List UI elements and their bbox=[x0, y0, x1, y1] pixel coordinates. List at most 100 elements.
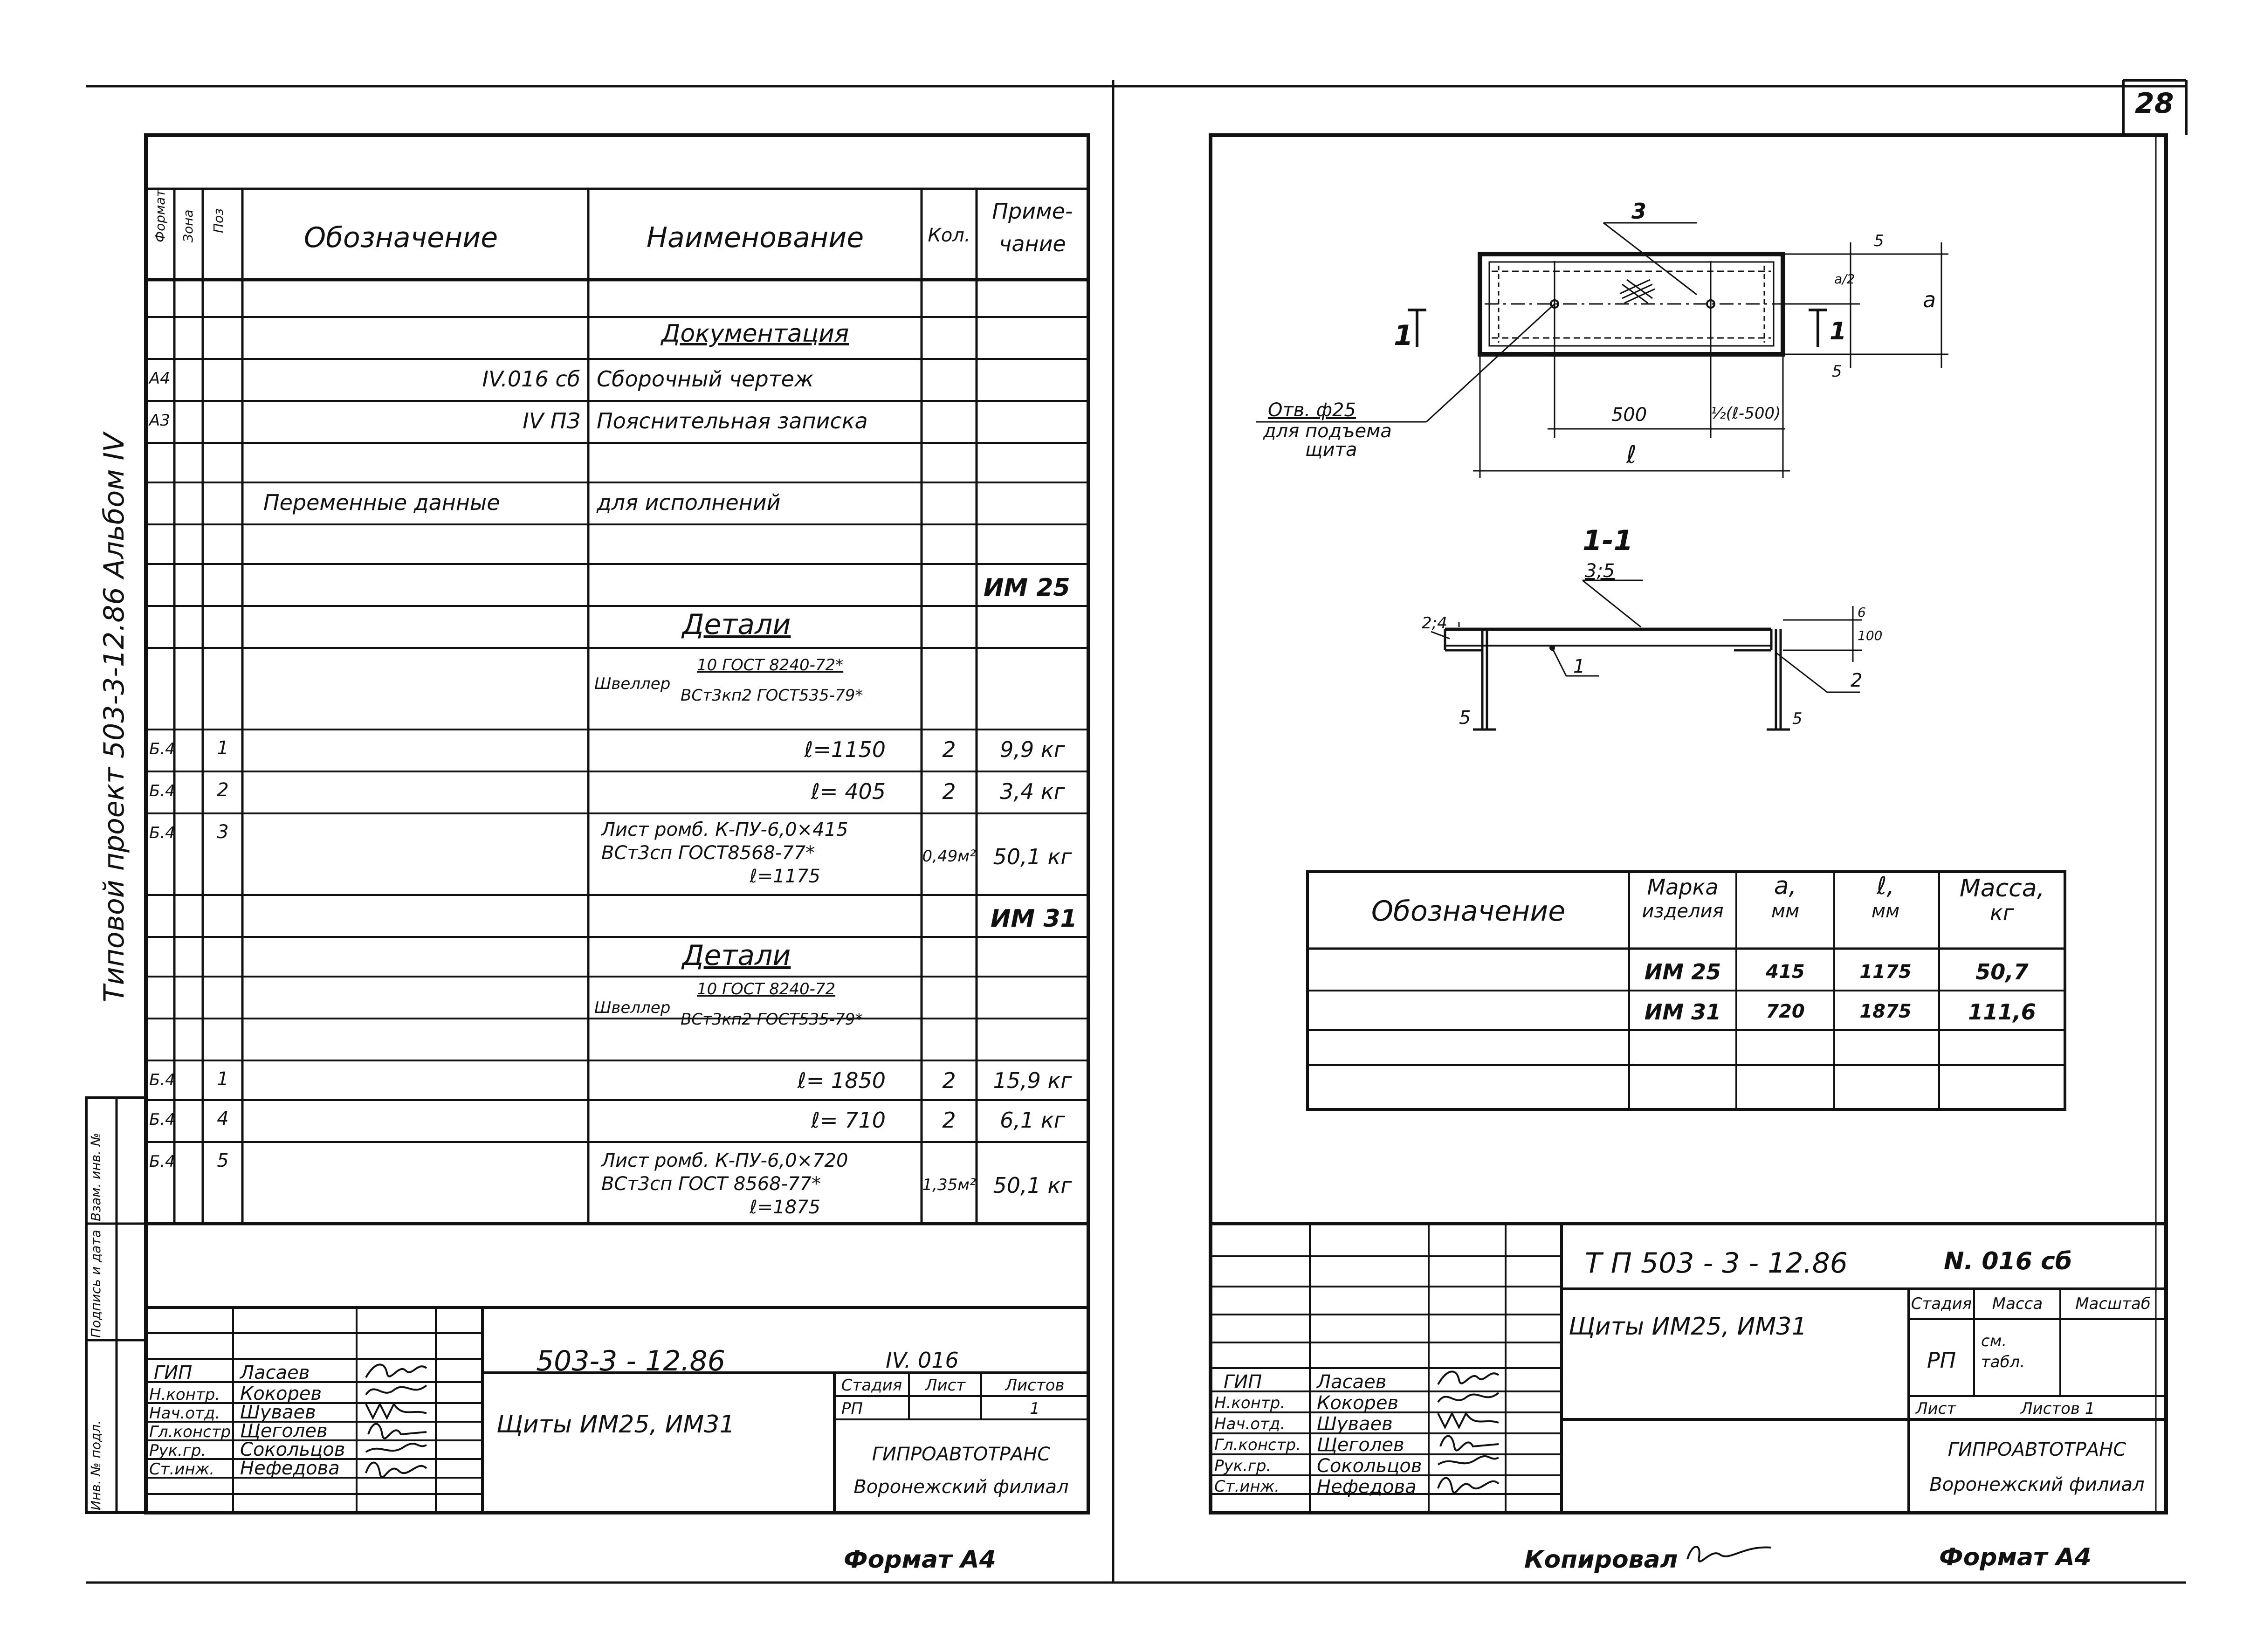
sheet-header: Лист bbox=[925, 1376, 966, 1395]
sheets-header: Листов bbox=[1005, 1376, 1065, 1395]
org-branch: Воронежский филиал bbox=[853, 1476, 1069, 1498]
staff-name: Ласаев bbox=[1317, 1371, 1387, 1393]
right-title-name: Щиты ИМ25, ИМ31 bbox=[1569, 1313, 1807, 1341]
doc-row-name: Сборочный чертеж bbox=[597, 366, 814, 392]
cut-mark-left: 1 bbox=[1394, 319, 1413, 352]
signature-icon bbox=[1686, 1546, 1772, 1563]
signature-icon bbox=[1437, 1477, 1500, 1494]
staff-name: Шуваев bbox=[1317, 1413, 1393, 1435]
sec-label-3-5: 3;5 bbox=[1585, 560, 1615, 582]
right-title-sheet-code: N. 016 сб bbox=[1944, 1247, 2072, 1275]
org-name: ГИПРОАВТОТРАНС bbox=[1947, 1439, 2126, 1460]
row-pos: 3 bbox=[217, 821, 229, 843]
signature-icon bbox=[367, 1423, 427, 1439]
staff-name: Кокорев bbox=[240, 1383, 322, 1404]
row-pos: 1 bbox=[217, 1068, 229, 1090]
row-name: ℓ= 710 bbox=[811, 1108, 886, 1133]
left-title-sheet-code: IV. 016 bbox=[886, 1348, 959, 1373]
row-format: Б.4 bbox=[149, 824, 175, 842]
var-header-a-1: a, bbox=[1774, 872, 1797, 900]
var-header-mark-1: Марка bbox=[1647, 874, 1719, 900]
dim-rest: ½(ℓ-500) bbox=[1710, 404, 1781, 423]
dim-500: 500 bbox=[1611, 404, 1647, 426]
row-note: 15,9 кг bbox=[993, 1068, 1072, 1093]
signature-icon bbox=[365, 1443, 427, 1453]
sheet-line-2: ВСт3сп ГОСТ8568-77* bbox=[601, 842, 815, 864]
var-row-a: 415 bbox=[1766, 961, 1805, 983]
row-format: Б.4 bbox=[149, 1071, 175, 1089]
var-header-mark-2: изделия bbox=[1642, 901, 1724, 922]
stage-value: РП bbox=[1927, 1348, 1956, 1373]
staff-role: Гл.констр. bbox=[1214, 1436, 1301, 1454]
sheets-value: 1 bbox=[1030, 1399, 1040, 1418]
doc-row-format: А3 bbox=[149, 411, 170, 430]
staff-role: Н.контр. bbox=[1214, 1394, 1286, 1412]
signature-icon bbox=[1439, 1435, 1499, 1452]
staff-name: Нефедова bbox=[240, 1458, 340, 1479]
row-qty: 2 bbox=[942, 779, 956, 804]
row-pos: 2 bbox=[217, 779, 229, 801]
var-header-mass-2: кг bbox=[1990, 900, 2014, 925]
channel-spec-top: 10 ГОСТ 8240-72* bbox=[697, 656, 844, 675]
signature-icon bbox=[1437, 1411, 1499, 1430]
org-name: ГИПРОАВТОТРАНС bbox=[872, 1444, 1051, 1465]
row-note: 3,4 кг bbox=[1000, 779, 1065, 804]
row-qty: 2 bbox=[942, 737, 956, 762]
hole-label-1: Отв. ф25 bbox=[1268, 399, 1356, 421]
sec-label-2-4: 2;4 bbox=[1422, 614, 1447, 633]
doc-row-designation: IV ПЗ bbox=[523, 408, 580, 434]
var-header-l-2: мм bbox=[1871, 901, 1900, 922]
dim-l: ℓ bbox=[1626, 441, 1637, 469]
var-row-mass: 111,6 bbox=[1968, 999, 2036, 1025]
inv-no-label: Инв. № подл. bbox=[88, 1420, 103, 1510]
project-side-title: Типовой проект 503-3-12.86 Альбом IV bbox=[98, 433, 131, 1002]
staff-name: Щеголев bbox=[1317, 1434, 1404, 1456]
row-pos: 5 bbox=[217, 1150, 229, 1171]
sheet-header: Лист bbox=[1916, 1399, 1956, 1418]
section-documentation: Документация bbox=[661, 320, 849, 348]
var-row-mass: 50,7 bbox=[1975, 959, 2029, 984]
mark-im31: ИМ 31 bbox=[991, 905, 1077, 933]
doc-row-format: А4 bbox=[149, 369, 170, 388]
dim-5-top: 5 bbox=[1874, 232, 1884, 250]
sec-label-5-left: 5 bbox=[1459, 707, 1471, 729]
stage-header: Стадия bbox=[1911, 1294, 1972, 1313]
row-qty: 1,35м² bbox=[922, 1176, 976, 1194]
var-row-mark: ИМ 25 bbox=[1644, 959, 1721, 984]
doc-row-designation: IV.016 сб bbox=[482, 366, 580, 392]
signature-icon bbox=[365, 1384, 427, 1396]
sheet-line-1: Лист ромб. К-ПУ-6,0×720 bbox=[601, 1150, 848, 1171]
signature-icon bbox=[1437, 1455, 1499, 1466]
staff-role: Н.контр. bbox=[149, 1385, 220, 1404]
channel-prefix: Швеллер bbox=[594, 675, 671, 693]
staff-role: Нач.отд. bbox=[1214, 1415, 1286, 1433]
sec-label-1: 1 bbox=[1573, 656, 1585, 677]
staff-name: Ласаев bbox=[240, 1362, 310, 1384]
sec-label-5-right: 5 bbox=[1792, 709, 1803, 728]
row-name: ℓ= 405 bbox=[811, 779, 886, 804]
staff-name: Шуваев bbox=[240, 1402, 316, 1423]
var-header-designation: Обозначение bbox=[1371, 895, 1566, 928]
format-label-left: Формат А4 bbox=[844, 1546, 996, 1574]
var-header-l-1: ℓ, bbox=[1876, 872, 1895, 900]
hole-label-2: для подъема bbox=[1263, 420, 1392, 442]
row-note: 6,1 кг bbox=[1000, 1108, 1065, 1133]
row-qty: 0,49м² bbox=[922, 847, 976, 866]
sec-dim-100: 100 bbox=[1858, 628, 1883, 643]
row-pos: 4 bbox=[217, 1108, 229, 1129]
dim-5-bottom: 5 bbox=[1832, 362, 1842, 381]
signature-icon bbox=[365, 1402, 427, 1420]
row-name: ℓ=1150 bbox=[804, 737, 886, 762]
stage-header: Стадия bbox=[841, 1376, 902, 1395]
hole-label-3: щита bbox=[1305, 439, 1357, 461]
row-format: Б.4 bbox=[149, 1110, 175, 1129]
doc-row-name: Пояснительная записка bbox=[597, 408, 868, 434]
header-note-2: чание bbox=[999, 231, 1066, 256]
row-note: 9,9 кг bbox=[1000, 737, 1065, 762]
cut-mark-right: 1 bbox=[1830, 317, 1847, 345]
format-label-right: Формат А4 bbox=[1939, 1543, 2092, 1571]
staff-role: Ст.инж. bbox=[149, 1460, 215, 1479]
staff-name: Сокольцов bbox=[1317, 1455, 1422, 1477]
